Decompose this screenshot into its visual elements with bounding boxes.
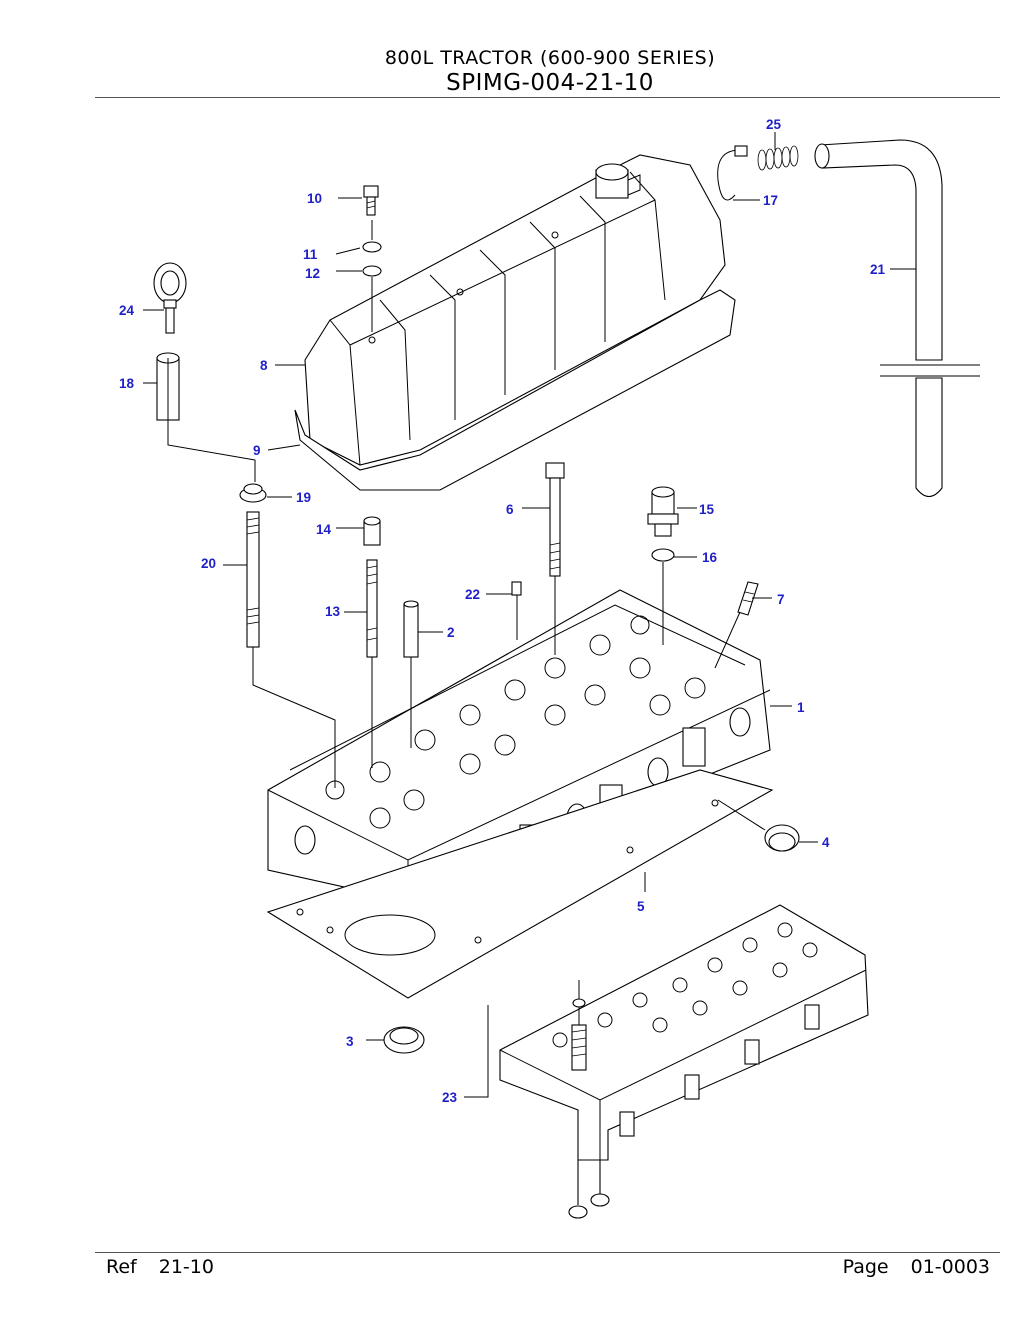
- fitting-15: [647, 486, 679, 537]
- callout-9: 9: [253, 443, 261, 458]
- callout-3: 3: [346, 1034, 354, 1049]
- ref-label: Ref: [106, 1256, 137, 1278]
- callout-12: 12: [305, 266, 320, 281]
- page-block: Page 01-0003: [843, 1256, 990, 1278]
- footer-rule: [95, 1252, 1000, 1253]
- cylinder-head-assembly: [499, 904, 869, 1219]
- breather-hose: [814, 139, 980, 498]
- nut-14: [363, 516, 381, 546]
- diagram-title: 800L TRACTOR (600-900 SERIES): [384, 47, 716, 69]
- callout-21: 21: [870, 262, 886, 277]
- seal-ring-3: [383, 1026, 425, 1054]
- callout-20: 20: [201, 556, 216, 571]
- diagram-code: SPIMG-004-21-10: [446, 70, 654, 96]
- ref-value: 21-10: [158, 1256, 214, 1278]
- callout-25: 25: [766, 117, 782, 132]
- leader-lines: [143, 132, 916, 1098]
- callout-7: 7: [777, 592, 785, 607]
- callout-14: 14: [316, 522, 332, 537]
- washer-12: [362, 265, 382, 277]
- callout-4: 4: [822, 835, 830, 850]
- bolt-10: [363, 185, 379, 216]
- callout-17: 17: [763, 193, 778, 208]
- washer-11: [362, 241, 382, 253]
- callout-16: 16: [702, 550, 718, 565]
- header-rule: [95, 97, 1000, 98]
- spacer-nut-18: [156, 352, 180, 421]
- callout-13: 13: [325, 604, 341, 619]
- callout-24: 24: [119, 303, 135, 318]
- bolt-6: [545, 462, 565, 577]
- callout-1: 1: [797, 700, 805, 715]
- ref-block: Ref 21-10: [106, 1256, 214, 1278]
- dowel-2: [403, 600, 419, 658]
- callout-15: 15: [699, 502, 715, 517]
- eye-bolt-24: [153, 262, 187, 334]
- page-label: Page: [842, 1256, 889, 1278]
- pin-22: [511, 581, 522, 596]
- callout-19: 19: [296, 490, 311, 505]
- exploded-parts-drawing: 25 17 21 10 11 12 24 8 18 9 19 6 15 14 1…: [119, 117, 980, 1219]
- callout-23: 23: [442, 1090, 458, 1105]
- stud-7: [737, 581, 759, 616]
- callout-2: 2: [447, 625, 455, 640]
- stud-20: [246, 511, 260, 648]
- washer-16: [651, 548, 675, 562]
- callout-10: 10: [307, 191, 322, 206]
- callout-6: 6: [506, 502, 514, 517]
- nut-19: [239, 483, 267, 503]
- callout-11: 11: [303, 247, 318, 262]
- valve-cover: [304, 154, 726, 466]
- seal-ring-4: [764, 824, 800, 852]
- callout-5: 5: [637, 899, 645, 914]
- callout-22: 22: [465, 587, 480, 602]
- head-gasket: [266, 769, 774, 999]
- valve-cover-gasket: [294, 289, 736, 491]
- callout-18: 18: [119, 376, 135, 391]
- callout-8: 8: [260, 358, 268, 373]
- hose-clamp-spring: [717, 145, 799, 201]
- page-value: 01-0003: [910, 1256, 990, 1278]
- stud-13: [366, 559, 378, 658]
